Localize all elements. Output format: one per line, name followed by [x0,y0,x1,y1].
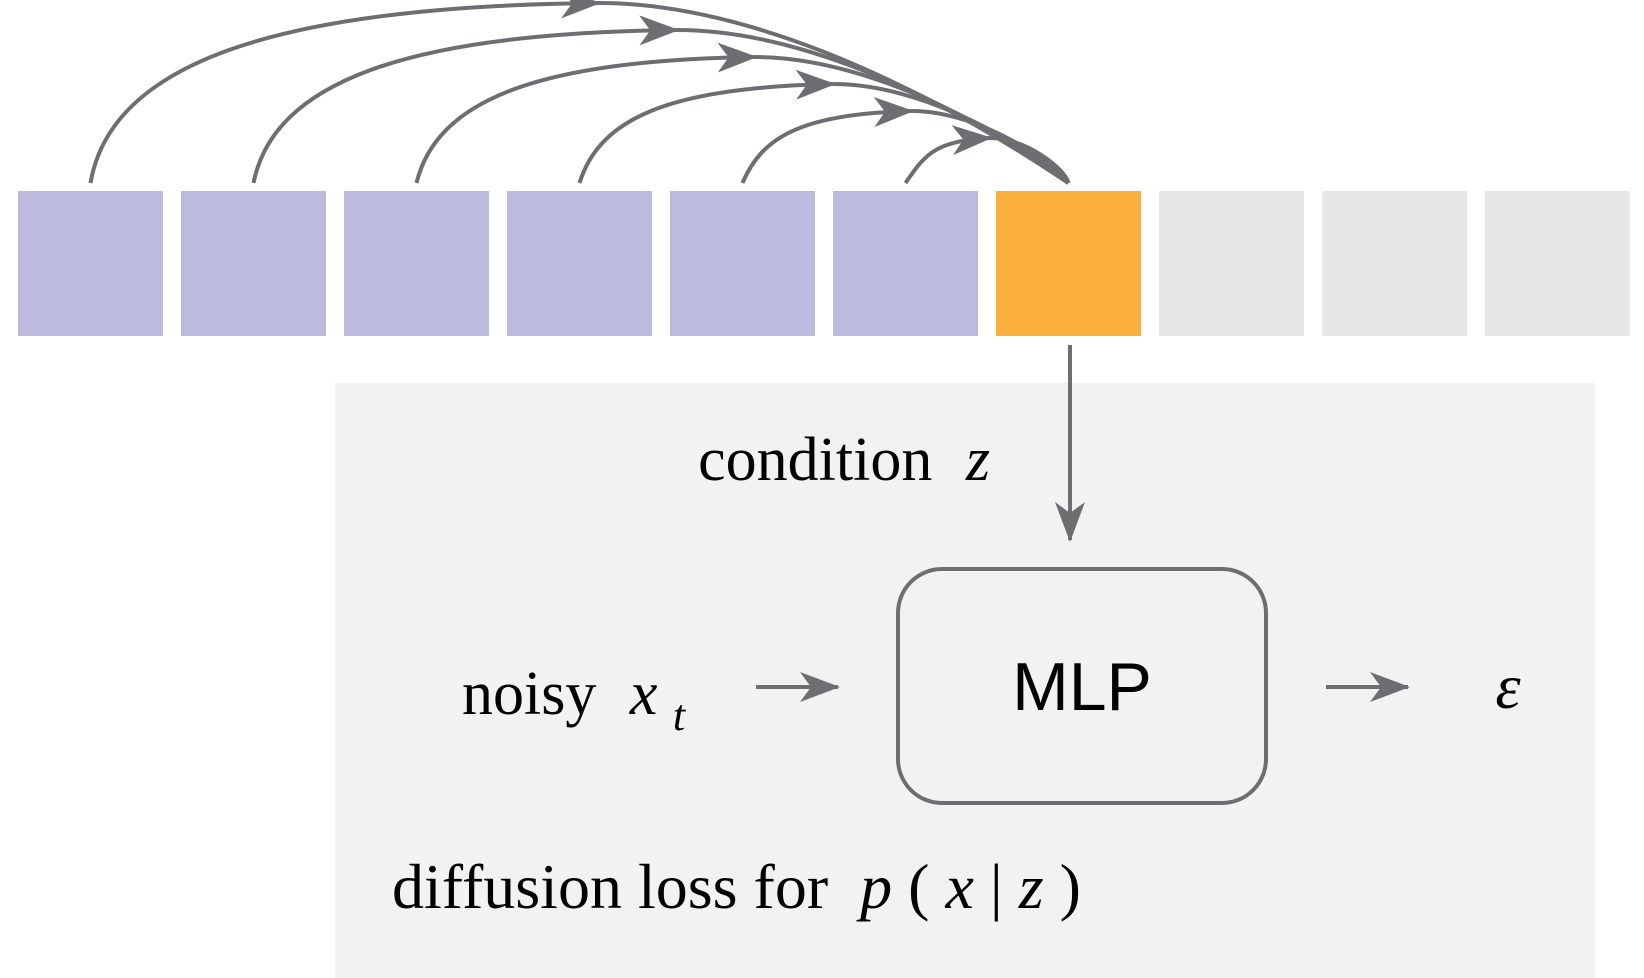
token-masked [1159,191,1304,336]
caption-x: x [944,851,973,922]
attention-arc-in [577,69,836,184]
token-masked [1485,191,1630,336]
attention-arc-out [677,28,1070,185]
output-epsilon: ε [1495,651,1521,722]
token-context [181,191,326,336]
mlp-box [896,567,1268,805]
attention-arcs [88,0,1071,185]
token-context [670,191,815,336]
attention-arc-in [251,15,680,184]
condition-word: condition [698,426,932,494]
condition-label: condition z [698,426,990,494]
attention-arc-in [88,0,602,184]
token-context [18,191,163,336]
token-context [507,191,652,336]
input-symbol: x [629,660,658,728]
attention-arc-out [833,82,1071,185]
caption-bar: | [990,851,1003,922]
attention-arc-in [740,97,915,184]
input-subscript: t [673,691,687,740]
condition-symbol: z [965,426,990,494]
attention-arc-in [414,42,758,184]
attention-arc-in [903,125,993,185]
attention-arc-out [990,136,1071,184]
diffusion-loss-caption: diffusion loss for p ( x | z ) [392,851,1081,922]
token-masked [1322,191,1467,336]
caption-p: p [856,851,892,922]
token-context [344,191,489,336]
token-current [996,191,1141,336]
noisy-input-label: noisy x t [462,660,687,740]
token-sequence [18,191,1630,336]
caption-z: z [1018,851,1044,922]
caption-open-paren: ( [908,851,929,922]
attention-arc-out [912,109,1071,185]
token-context [833,191,978,336]
attention-arc-out [755,55,1070,185]
noisy-word: noisy [462,660,596,728]
mlp-label: MLP [1012,649,1152,725]
caption-close-paren: ) [1060,851,1081,922]
caption-words: diffusion loss for [392,851,828,922]
